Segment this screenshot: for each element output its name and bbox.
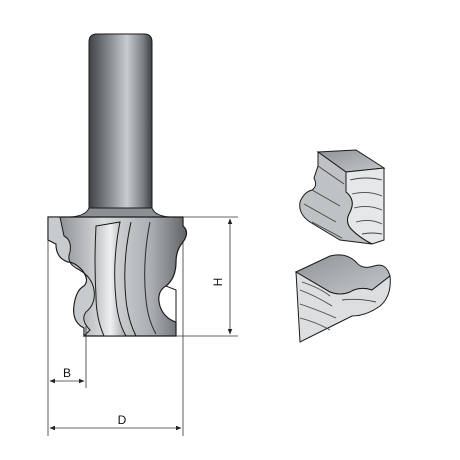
shank-neck xyxy=(69,207,171,218)
wood-sample-bottom xyxy=(294,254,391,343)
blade-edge-line xyxy=(124,221,137,337)
carbide-left xyxy=(47,216,95,338)
profile-bead-right xyxy=(158,285,177,323)
wood-grain-lines xyxy=(349,177,383,235)
dimension-lines xyxy=(47,216,238,436)
dim-h-label: H xyxy=(211,278,225,287)
router-bit xyxy=(47,33,188,338)
wood-sample-top xyxy=(299,149,386,245)
wood-profile-lines xyxy=(303,165,345,239)
wood-bottom-grain xyxy=(299,281,377,331)
flute-right xyxy=(144,221,157,335)
cutting-blade xyxy=(94,221,127,337)
dim-d-label: D xyxy=(118,413,127,427)
dim-b-label: B xyxy=(63,366,71,380)
shank xyxy=(88,33,153,215)
